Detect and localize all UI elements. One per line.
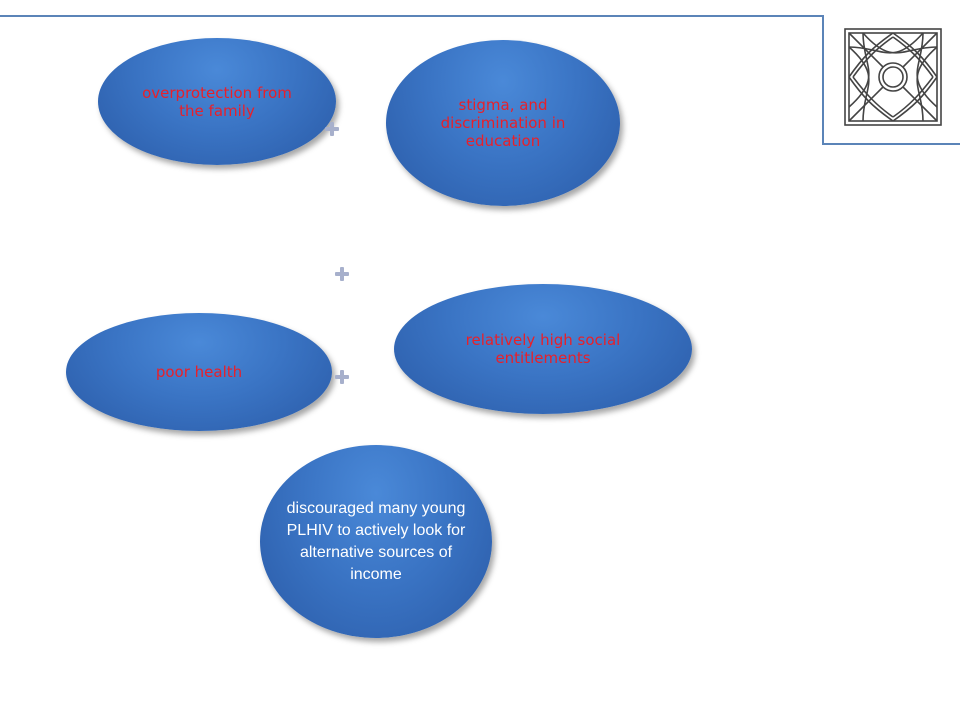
celtic-knot-icon [844,28,942,126]
plus-connector-top [325,122,339,136]
node-overprotection: overprotection from the family [98,38,336,165]
node-social-entitlements-label: relatively high social entitlements [465,331,621,367]
top-border-line [0,15,823,17]
node-poor-health: poor health [66,313,332,431]
node-poor-health-label: poor health [155,363,243,381]
node-stigma-label: stigma, and discrimination in education [440,96,566,150]
node-social-entitlements: relatively high social entitlements [394,284,692,414]
plus-connector-middle [335,267,349,281]
logo-frame [822,15,960,145]
node-result: discouraged many young PLHIV to actively… [260,445,492,638]
node-result-label: discouraged many young PLHIV to actively… [286,499,466,583]
node-overprotection-label: overprotection from the family [142,83,292,120]
node-stigma: stigma, and discrimination in education [386,40,620,206]
plus-connector-bottom [335,370,349,384]
